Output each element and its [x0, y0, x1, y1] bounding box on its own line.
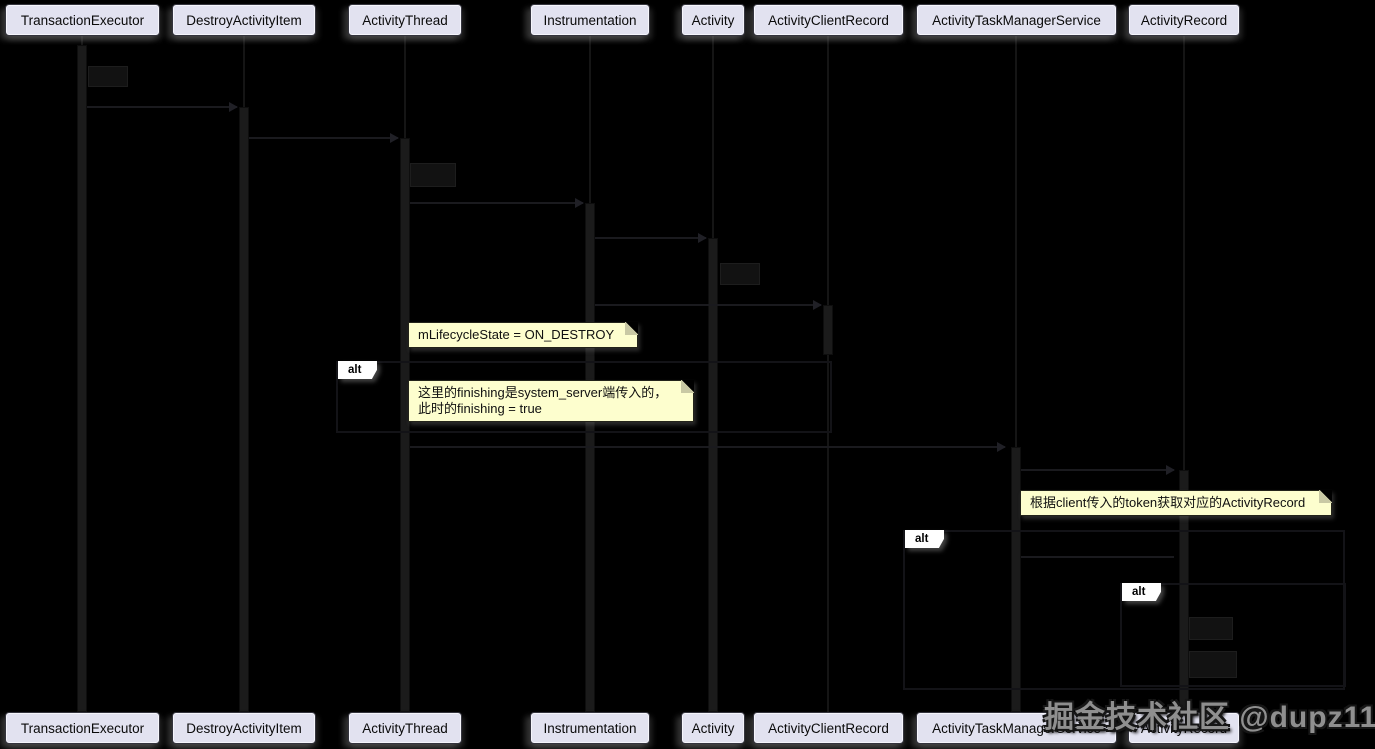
- message-line-3: [410, 202, 583, 204]
- alt-label: alt: [338, 361, 378, 379]
- alt-fragment-3: [1120, 583, 1346, 687]
- participant-top-transactionexecutor: TransactionExecutor: [5, 4, 160, 36]
- arrowhead-7: [1166, 465, 1175, 475]
- note-fold-corner-icon: [1319, 490, 1332, 503]
- note-text: 根据client传入的token获取对应的ActivityRecord: [1030, 495, 1306, 510]
- alt-fragment-1: [336, 361, 832, 433]
- participant-bottom-activityclientrecord: ActivityClientRecord: [753, 712, 904, 744]
- participant-bottom-transactionexecutor: TransactionExecutor: [5, 712, 160, 744]
- self-message-activity: [720, 263, 760, 285]
- participant-bottom-instrumentation: Instrumentation: [530, 712, 650, 744]
- note-token-lookup: 根据client传入的token获取对应的ActivityRecord: [1020, 490, 1332, 516]
- activation-activitytaskmanagerservice: [1011, 447, 1021, 712]
- note-fold-corner-icon: [625, 322, 638, 335]
- activation-activity: [708, 238, 718, 712]
- participant-top-activity: Activity: [681, 4, 745, 36]
- message-line-2: [249, 137, 398, 139]
- lifeline-activityrecord: [1183, 36, 1185, 712]
- activation-destroyactivityitem: [239, 107, 249, 712]
- participant-bottom-activitythread: ActivityThread: [348, 712, 462, 744]
- participant-top-activitytaskmanagerservice: ActivityTaskManagerService: [916, 4, 1117, 36]
- message-line-4: [595, 237, 706, 239]
- message-line-5: [595, 304, 821, 306]
- arrowhead-3: [575, 198, 584, 208]
- activation-activitythread: [400, 138, 410, 712]
- message-line-6: [410, 446, 1005, 448]
- note-text-line2: 此时的finishing = true: [418, 401, 542, 416]
- self-message-activityrecord-1: [1189, 617, 1233, 640]
- activation-activityclientrecord: [823, 305, 833, 355]
- lifeline-activityclientrecord: [827, 36, 829, 712]
- lifeline-activitytaskmanagerservice: [1015, 36, 1017, 712]
- participant-top-activityrecord: ActivityRecord: [1128, 4, 1240, 36]
- participant-bottom-destroyactivityitem: DestroyActivityItem: [172, 712, 316, 744]
- activation-transactionexecutor: [77, 45, 87, 712]
- message-line-8: [1021, 556, 1174, 558]
- participant-top-activityclientrecord: ActivityClientRecord: [753, 4, 904, 36]
- arrowhead-5: [813, 300, 822, 310]
- participant-bottom-activityrecord: ActivityRecord: [1128, 712, 1240, 744]
- arrowhead-4: [698, 233, 707, 243]
- message-line-1: [87, 106, 237, 108]
- self-message-activitythread: [410, 163, 456, 187]
- note-finishing: 这里的finishing是system_server端传入的， 此时的finis…: [408, 380, 694, 422]
- self-message-transactionexecutor: [88, 66, 128, 87]
- arrowhead-1: [229, 102, 238, 112]
- alt-label: alt: [905, 530, 945, 548]
- arrowhead-6: [997, 442, 1006, 452]
- activation-instrumentation: [585, 203, 595, 712]
- note-text-line1: 这里的finishing是system_server端传入的，: [418, 385, 668, 400]
- watermark-text: 掘金技术社区 @dupz1119: [1044, 701, 1375, 734]
- participant-bottom-activitytaskmanagerservice: ActivityTaskManagerService: [916, 712, 1117, 744]
- alt-label: alt: [1122, 583, 1162, 601]
- self-message-activityrecord-2: [1189, 651, 1237, 678]
- note-text: mLifecycleState = ON_DESTROY: [418, 327, 615, 342]
- arrowhead-2: [390, 133, 399, 143]
- participant-top-activitythread: ActivityThread: [348, 4, 462, 36]
- note-lifecycle-state: mLifecycleState = ON_DESTROY: [408, 322, 638, 348]
- participant-top-destroyactivityitem: DestroyActivityItem: [172, 4, 316, 36]
- note-fold-corner-icon: [681, 380, 694, 393]
- participant-top-instrumentation: Instrumentation: [530, 4, 650, 36]
- participant-bottom-activity: Activity: [681, 712, 745, 744]
- activation-activityrecord: [1179, 470, 1189, 712]
- message-line-7: [1021, 469, 1174, 471]
